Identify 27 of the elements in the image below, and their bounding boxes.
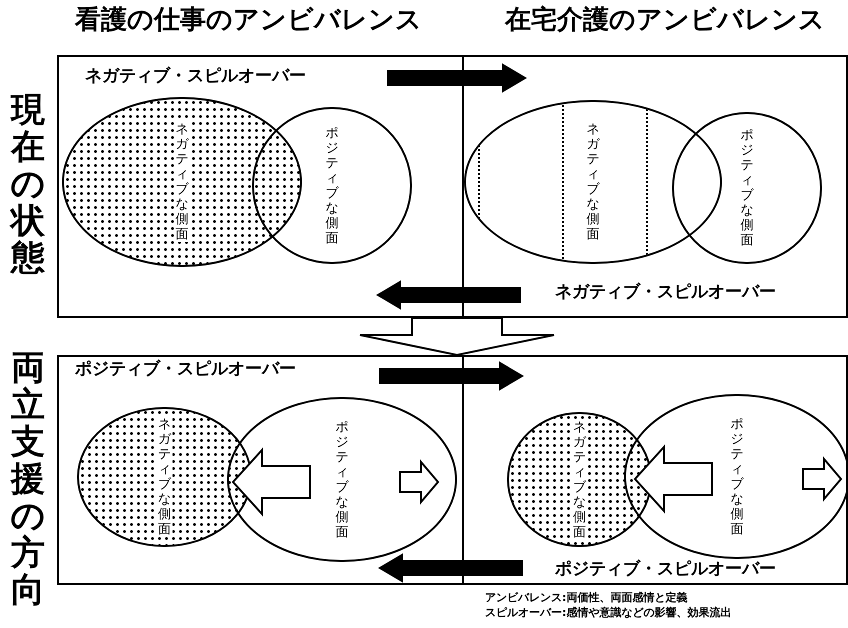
- column-heading: 看護の仕事のアンビバレンス: [75, 6, 422, 35]
- spillover-label: ポジティブ・スピルオーバー: [555, 560, 776, 579]
- row-heading: 両立支援の方向: [10, 350, 46, 609]
- spillover-label: ネガティブ・スピルオーバー: [85, 67, 306, 86]
- row-heading: 現在の状態: [10, 92, 46, 277]
- ellipse-label: ポジティブな側面: [334, 420, 350, 540]
- block-arrow: [376, 280, 521, 310]
- footnote: スピルオーバー:感情や意識などの影響、効果流出: [485, 607, 732, 620]
- ellipse-label: ネガティブな側面: [586, 122, 600, 242]
- ellipse-label: ポジティブな側面: [740, 128, 754, 248]
- ellipse: [227, 397, 457, 562]
- footnote: アンビバレンス:両価性、両面感情と定義: [485, 592, 688, 604]
- block-arrow: [359, 317, 555, 356]
- ellipse-label: ポジティブな側面: [730, 416, 744, 536]
- ellipse-label: ネガティブな側面: [174, 122, 190, 242]
- block-arrow: [387, 63, 527, 93]
- spillover-label: ポジティブ・スピルオーバー: [75, 360, 296, 379]
- panel-frame: [57, 55, 848, 318]
- spillover-label: ネガティブ・スピルオーバー: [555, 283, 776, 302]
- ellipse-label: ポジティブな側面: [324, 126, 340, 246]
- ellipse-label: ネガティブな側面: [157, 417, 172, 537]
- block-arrow: [379, 361, 524, 391]
- block-arrow: [378, 553, 523, 583]
- column-heading: 在宅介護のアンビバレンス: [505, 6, 825, 35]
- ellipse: [624, 394, 848, 559]
- panel-frame: [57, 355, 848, 585]
- ellipse-label: ネガティブな側面: [572, 420, 587, 540]
